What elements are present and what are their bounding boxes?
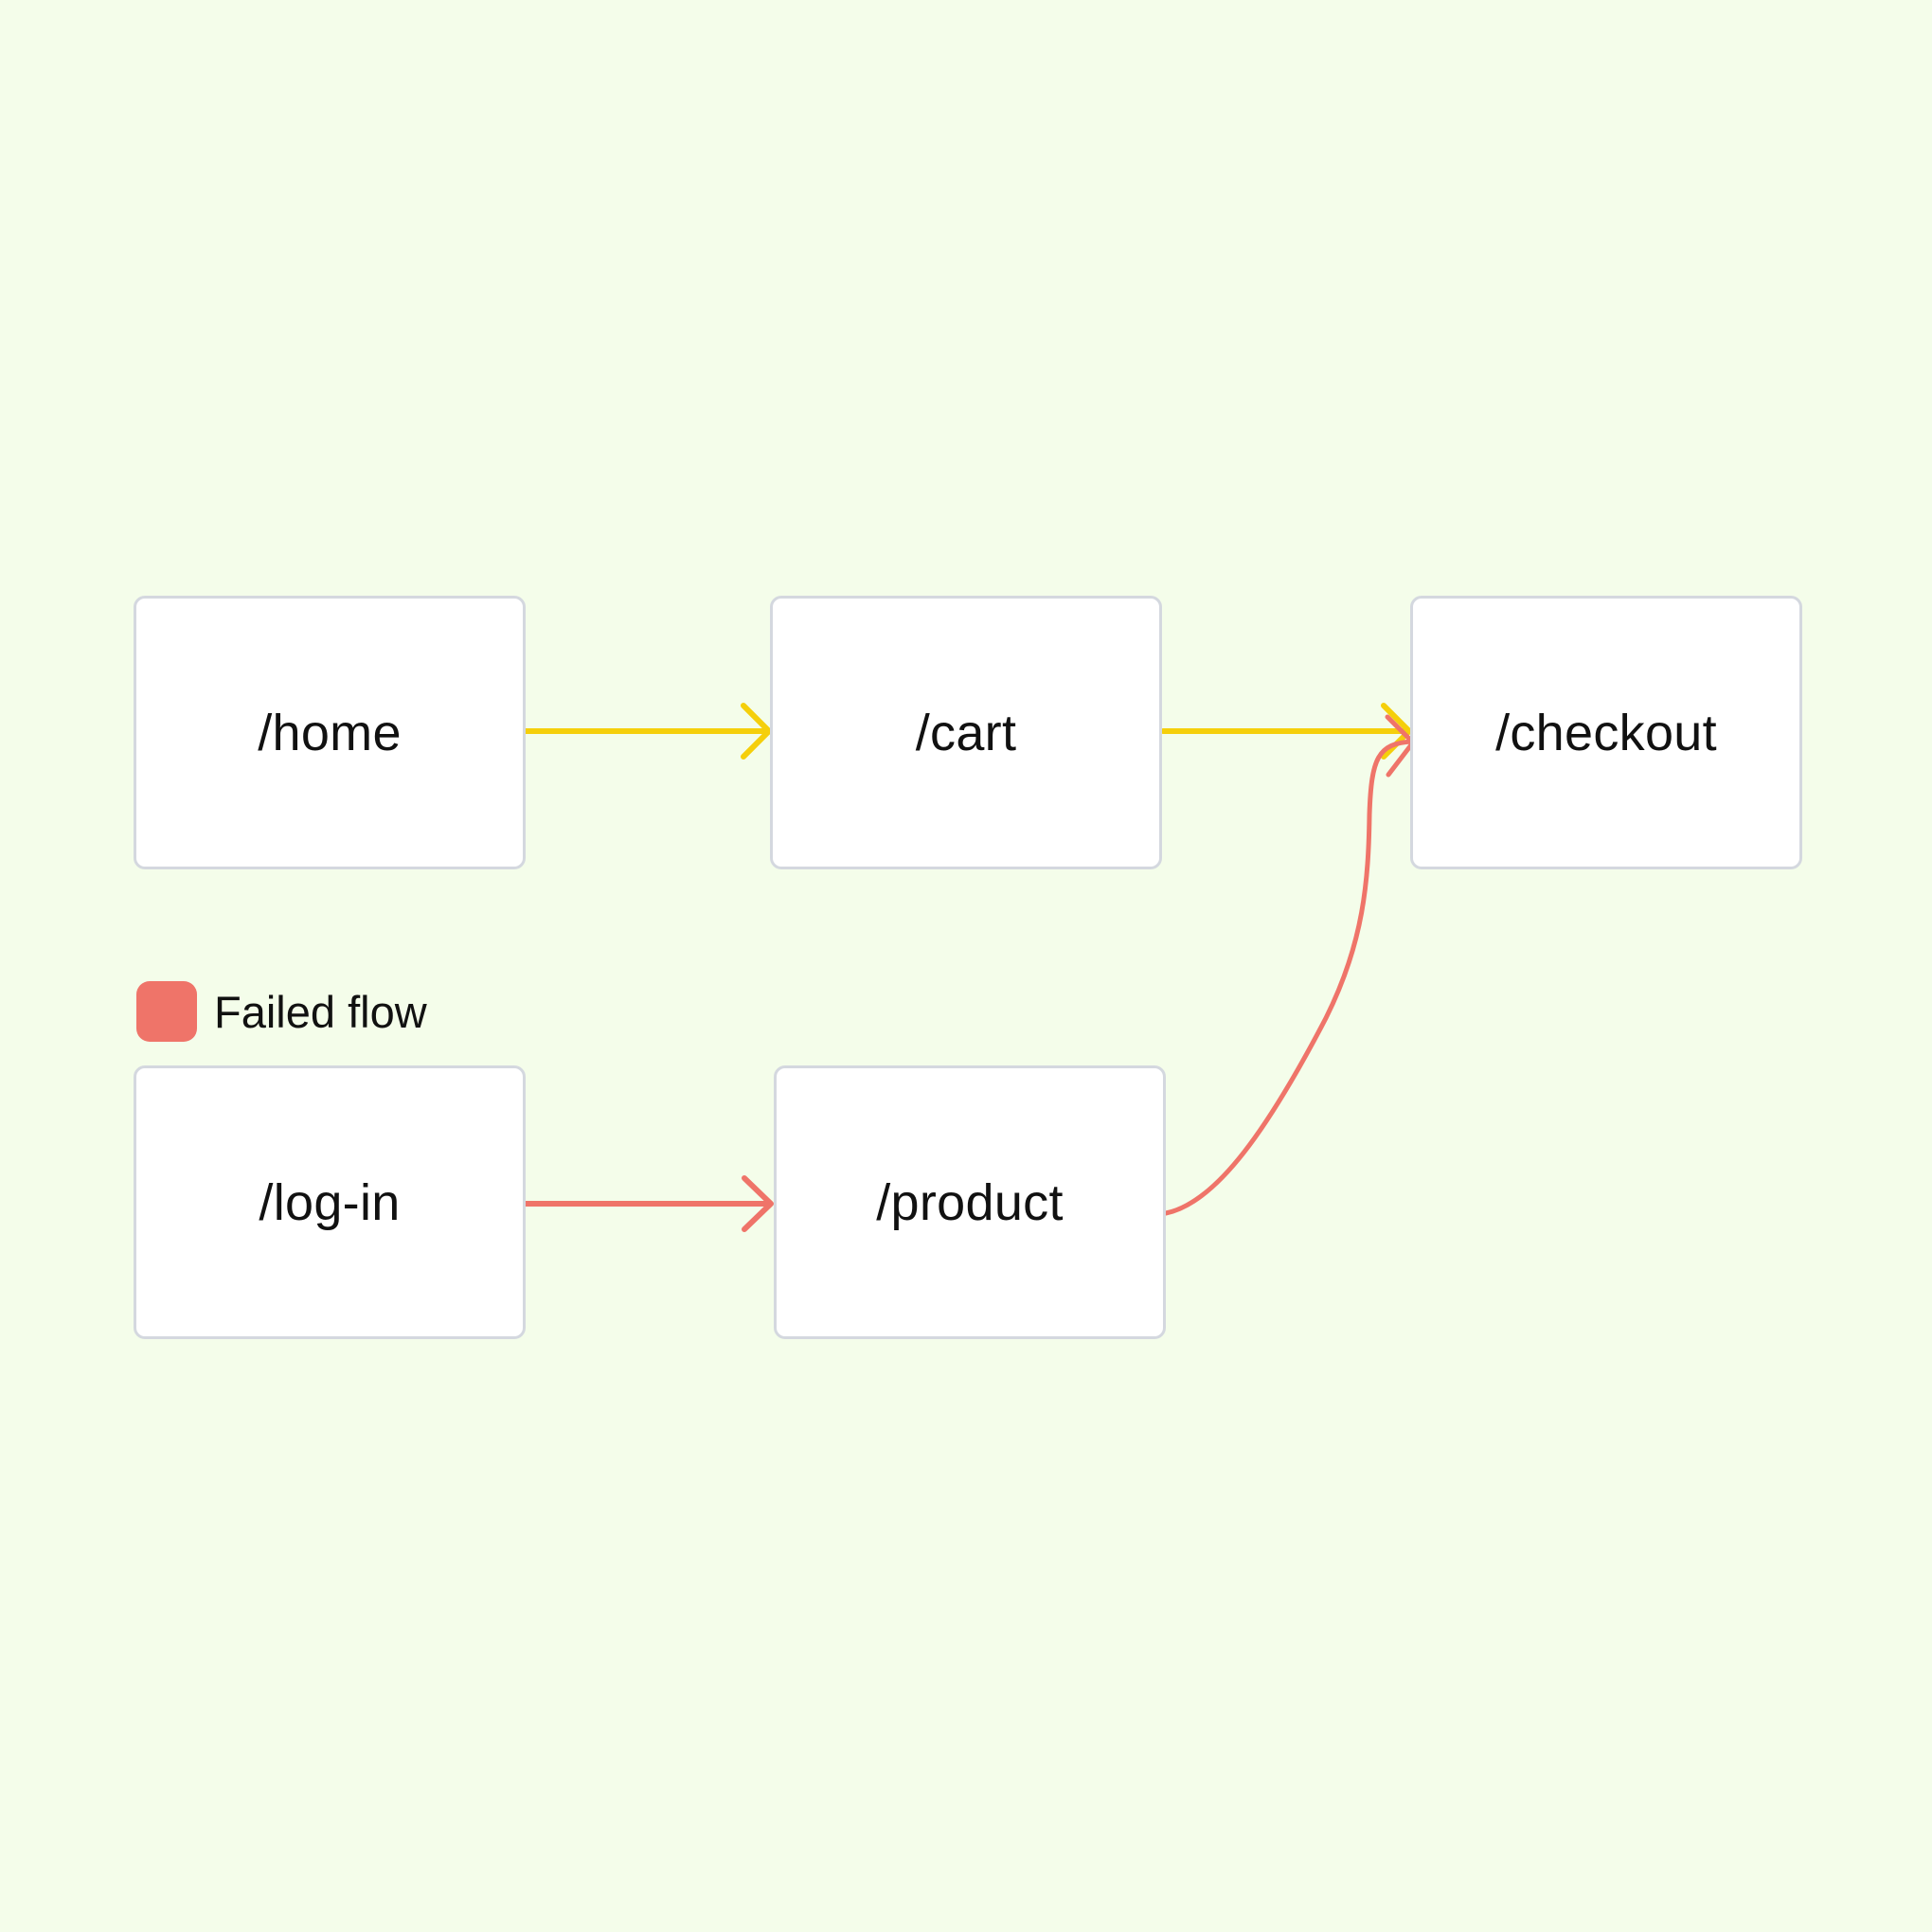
arrowhead-icon [742, 1175, 774, 1232]
node-product: /product [774, 1065, 1166, 1339]
node-cart: /cart [770, 596, 1162, 869]
arrowhead-icon [741, 703, 772, 760]
edge-login-to-product [523, 1175, 774, 1232]
edge-home-to-cart [523, 703, 772, 760]
node-label: /log-in [259, 1173, 401, 1231]
legend-label: Failed flow [214, 986, 427, 1037]
node-label: /product [876, 1173, 1064, 1231]
node-label: /cart [915, 704, 1017, 761]
node-log-in: /log-in [134, 1065, 526, 1339]
edge-cart-to-checkout [1160, 703, 1412, 760]
node-label: /checkout [1495, 704, 1717, 761]
edge-product-to-checkout [1163, 714, 1416, 1216]
node-checkout: /checkout [1410, 596, 1802, 869]
legend-swatch [136, 981, 197, 1042]
node-label: /home [258, 704, 402, 761]
legend: Failed flow [136, 981, 427, 1042]
arrowhead-icon [1381, 703, 1412, 760]
node-home: /home [134, 596, 526, 869]
